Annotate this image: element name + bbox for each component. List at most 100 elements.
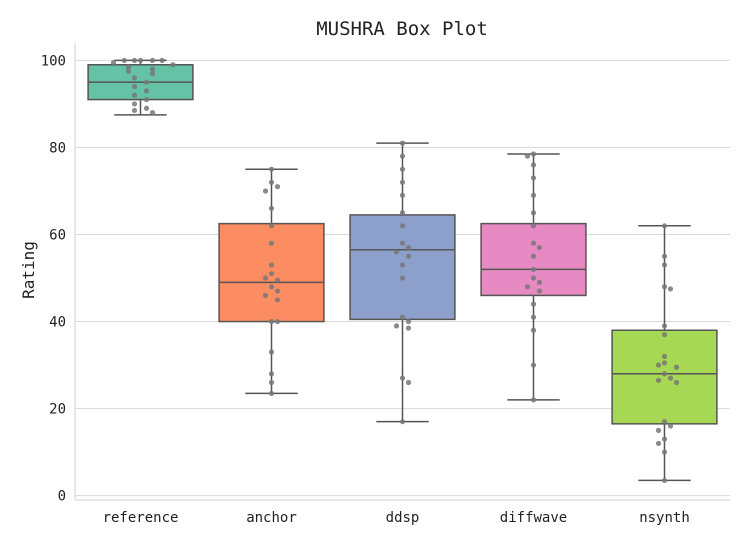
point-diffwave-18	[530, 362, 537, 368]
point-ddsp-0	[399, 140, 406, 146]
point-diffwave-8	[536, 244, 543, 251]
point-reference-14	[143, 88, 150, 94]
x-tick-label-reference: reference	[103, 510, 179, 526]
point-anchor-0	[268, 166, 275, 172]
point-diffwave-6	[530, 223, 537, 229]
box-nsynth	[611, 329, 718, 425]
point-nsynth-18	[661, 436, 668, 442]
point-reference-13	[131, 83, 138, 90]
point-nsynth-1	[661, 253, 668, 259]
point-ddsp-1	[399, 153, 406, 159]
point-nsynth-12	[667, 375, 674, 381]
point-reference-11	[131, 75, 138, 81]
point-ddsp-9	[393, 249, 400, 255]
x-tick-label-anchor: anchor	[246, 510, 297, 526]
point-reference-3	[121, 57, 127, 64]
point-nsynth-17	[655, 427, 662, 433]
point-diffwave-2	[530, 162, 537, 168]
point-anchor-18	[268, 371, 275, 377]
point-diffwave-17	[530, 327, 537, 333]
y-tick-label-0: 0	[58, 489, 66, 505]
point-anchor-7	[268, 262, 275, 268]
point-anchor-4	[268, 205, 275, 211]
y-tick-label-80: 80	[49, 140, 66, 156]
point-reference-5	[110, 59, 117, 66]
y-tick-label-40: 40	[49, 315, 66, 331]
point-anchor-13	[262, 292, 269, 299]
point-nsynth-5	[661, 323, 668, 329]
point-nsynth-21	[661, 477, 668, 484]
point-nsynth-13	[655, 377, 662, 383]
point-anchor-10	[274, 277, 281, 283]
point-reference-15	[131, 92, 138, 98]
point-diffwave-13	[524, 284, 531, 290]
point-reference-1	[131, 57, 138, 64]
point-diffwave-10	[530, 266, 537, 272]
y-axis-label: Rating	[19, 241, 38, 299]
point-reference-17	[131, 101, 138, 107]
point-diffwave-5	[530, 210, 537, 216]
point-diffwave-7	[530, 240, 537, 246]
point-reference-16	[143, 96, 150, 103]
point-nsynth-9	[655, 362, 662, 368]
point-diffwave-9	[530, 253, 537, 259]
point-reference-9	[125, 68, 132, 74]
point-diffwave-1	[524, 153, 531, 159]
point-nsynth-8	[661, 360, 668, 366]
point-reference-4	[159, 57, 165, 64]
point-nsynth-4	[667, 286, 674, 292]
point-diffwave-14	[536, 288, 543, 294]
point-anchor-12	[274, 288, 281, 294]
point-ddsp-10	[405, 253, 412, 259]
point-nsynth-0	[661, 223, 668, 229]
point-anchor-8	[268, 271, 275, 277]
point-diffwave-11	[530, 275, 537, 281]
boxes	[87, 59, 718, 482]
x-tick-label-ddsp: ddsp	[386, 510, 420, 526]
point-nsynth-16	[667, 423, 674, 429]
point-ddsp-14	[405, 318, 412, 325]
point-ddsp-6	[399, 223, 406, 229]
point-nsynth-7	[661, 353, 668, 359]
point-anchor-15	[268, 318, 275, 325]
data-points	[110, 57, 680, 484]
point-nsynth-2	[661, 262, 668, 268]
point-ddsp-5	[399, 210, 406, 216]
point-nsynth-10	[673, 364, 680, 370]
point-diffwave-0	[530, 151, 537, 157]
chart-title: MUSHRA Box Plot	[316, 18, 488, 40]
point-ddsp-19	[399, 419, 406, 425]
point-diffwave-12	[536, 279, 543, 285]
point-diffwave-15	[530, 301, 537, 307]
point-diffwave-16	[530, 314, 537, 320]
point-nsynth-6	[661, 332, 668, 338]
point-nsynth-19	[655, 440, 662, 447]
point-reference-8	[149, 66, 156, 72]
point-nsynth-20	[661, 449, 668, 455]
x-tick-label-diffwave: diffwave	[500, 510, 567, 526]
point-reference-10	[149, 70, 156, 77]
y-tick-label-60: 60	[49, 228, 66, 244]
point-anchor-19	[268, 379, 275, 386]
point-nsynth-15	[661, 419, 668, 425]
point-ddsp-3	[399, 179, 406, 185]
point-anchor-14	[274, 297, 281, 303]
point-ddsp-17	[399, 375, 406, 381]
point-ddsp-15	[393, 323, 400, 329]
point-reference-19	[131, 107, 138, 114]
point-diffwave-19	[530, 397, 537, 403]
point-ddsp-12	[399, 275, 406, 281]
point-ddsp-8	[405, 244, 412, 251]
point-reference-7	[125, 64, 132, 70]
point-anchor-6	[268, 240, 275, 246]
point-nsynth-14	[673, 379, 680, 386]
point-anchor-2	[274, 184, 281, 190]
point-anchor-20	[268, 390, 275, 396]
point-anchor-5	[268, 223, 275, 229]
point-anchor-9	[262, 275, 269, 281]
point-reference-0	[137, 57, 144, 64]
point-reference-2	[149, 57, 156, 64]
point-reference-20	[149, 110, 156, 116]
